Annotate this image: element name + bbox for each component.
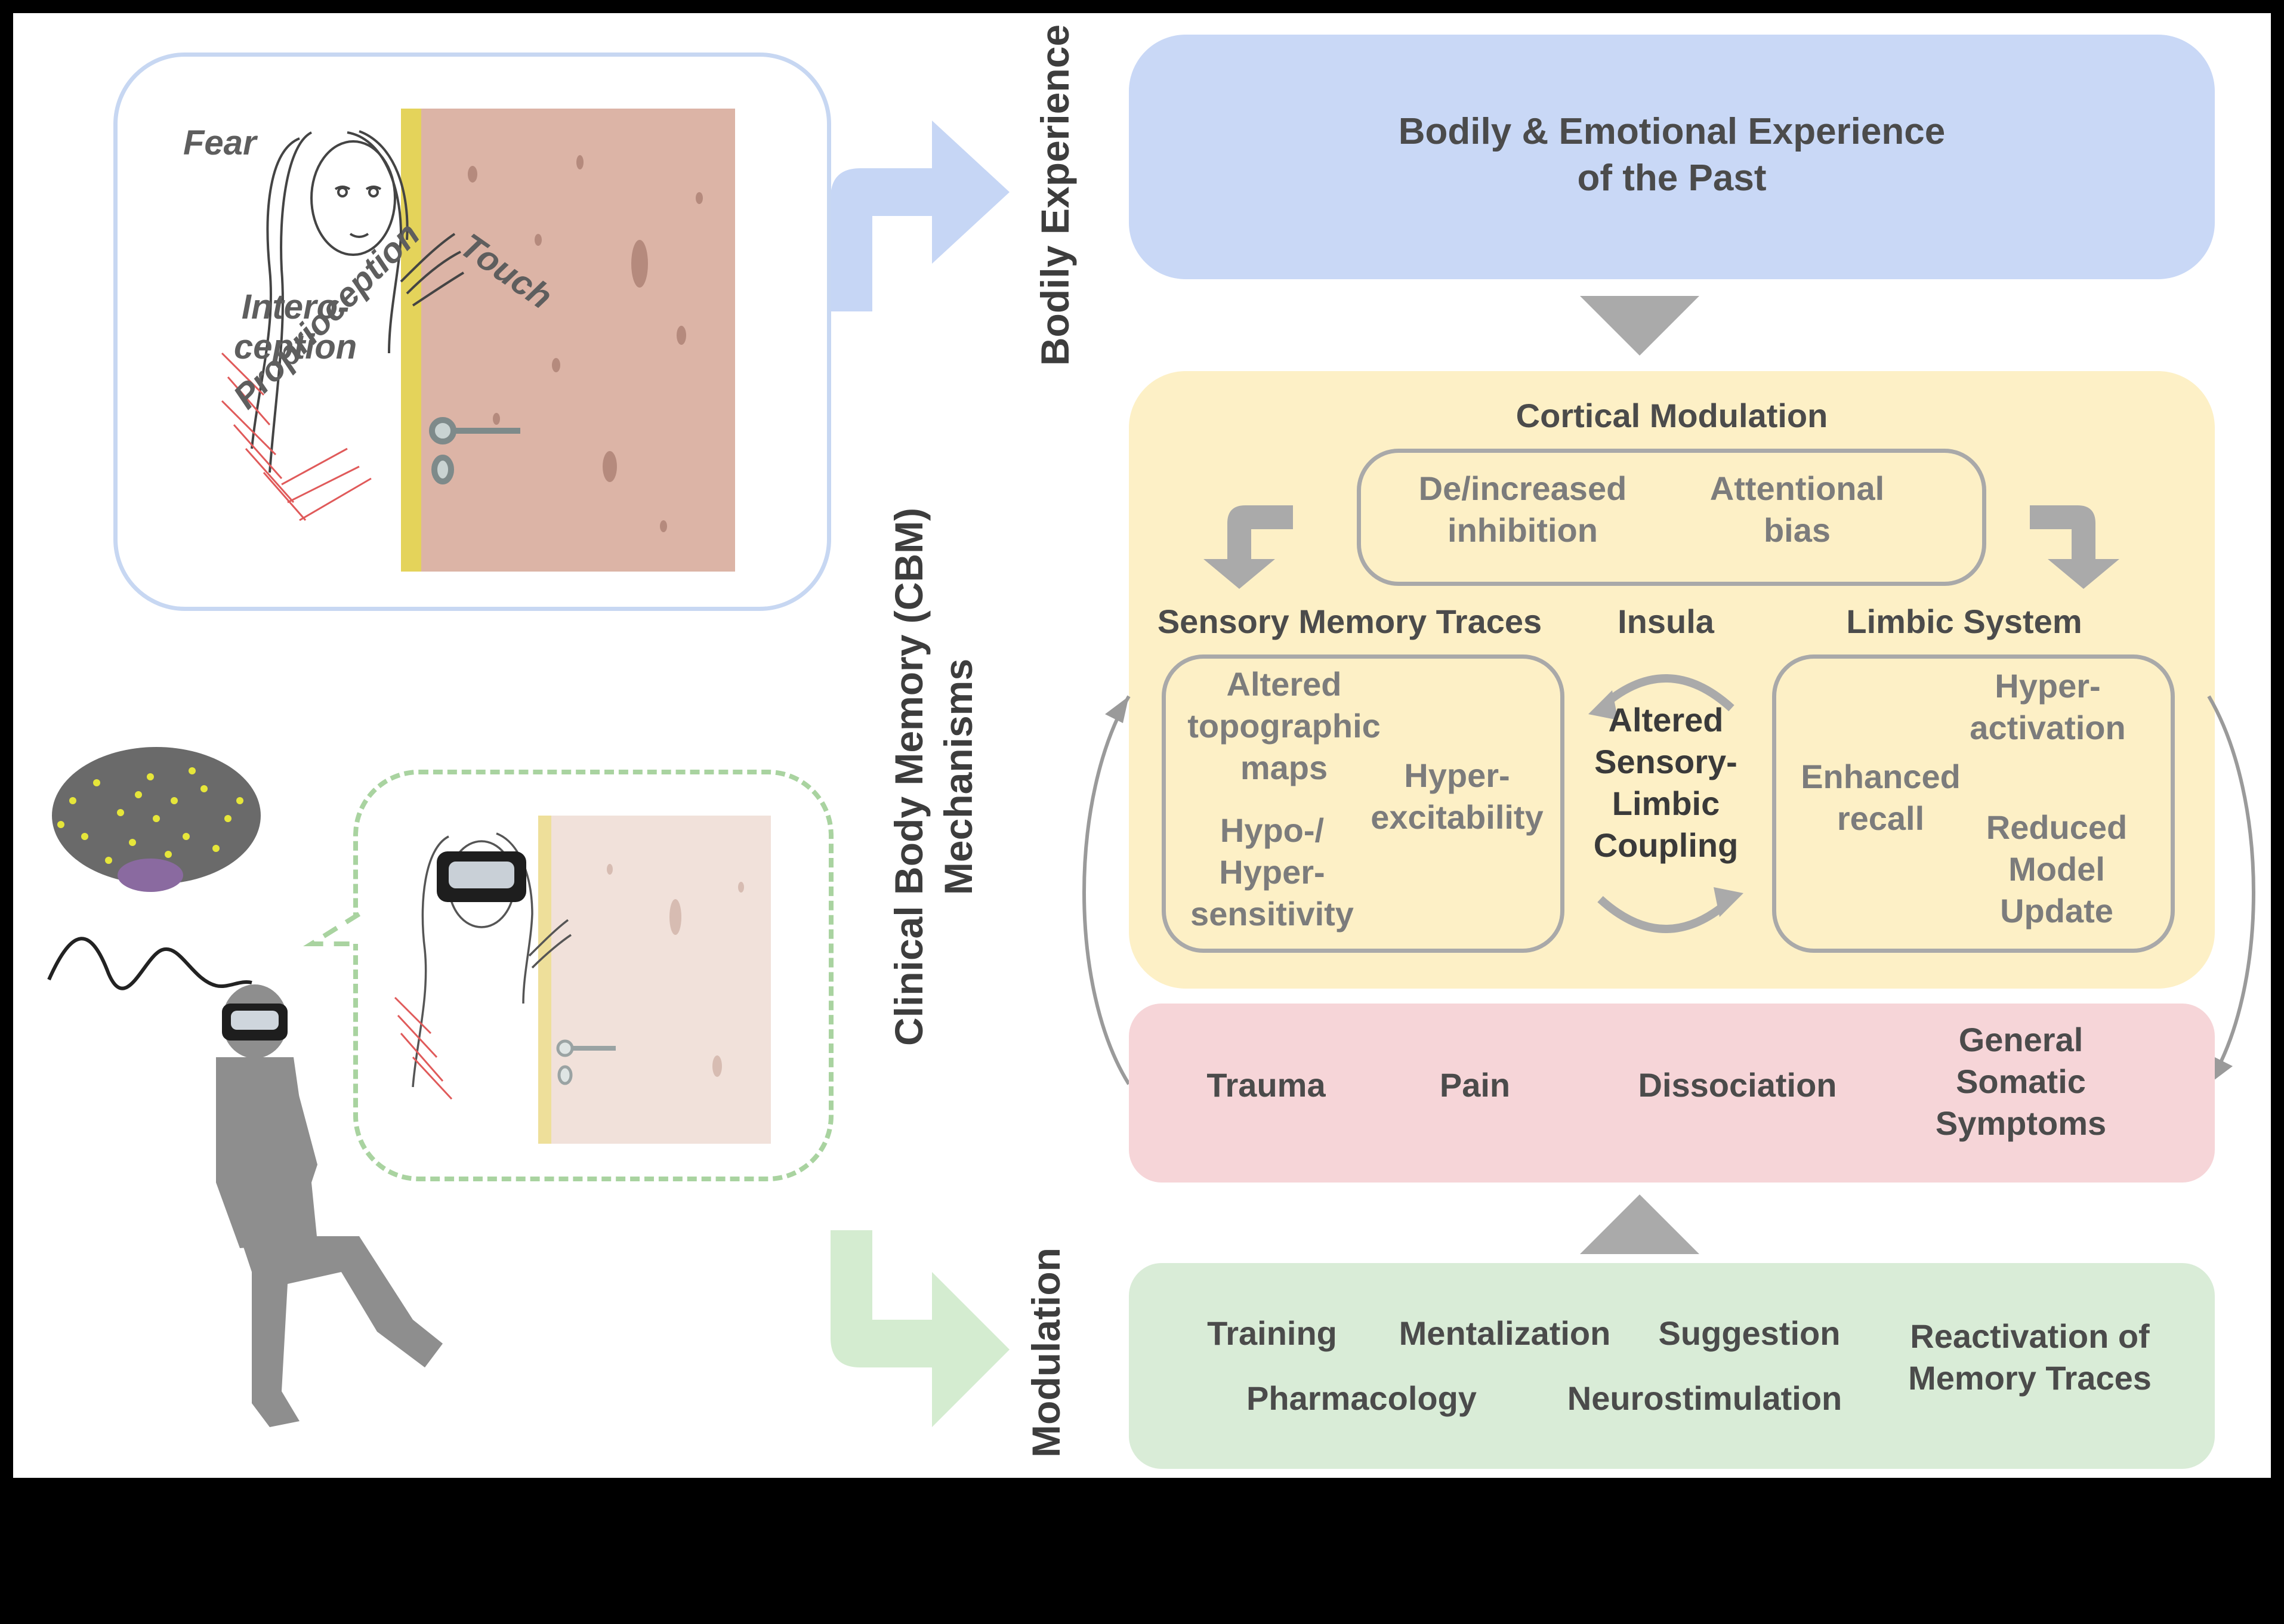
past-experience-box <box>1129 35 2215 279</box>
limbic-item-reduced-model-update: Reduced Model Update <box>1986 808 2128 930</box>
modulation-mentalization: Mentalization <box>1399 1314 1611 1352</box>
symptoms-box <box>1129 1004 2215 1183</box>
door-frame-edge-faded <box>538 816 551 1144</box>
symptom-general-somatic: General Somatic Symptoms <box>1935 1021 2107 1142</box>
loop-arrow-right <box>2207 695 2255 1085</box>
woman-sketch-top <box>221 130 465 521</box>
woman-sketch-vr <box>394 832 572 1100</box>
limbic-item-enhanced-recall: Enhanced recall <box>1801 758 1961 837</box>
symptom-trauma: Trauma <box>1206 1066 1326 1104</box>
vr-scene-dashed-frame <box>353 770 834 1181</box>
loop-arrow-left <box>1082 695 1131 1085</box>
gray-curve-arrow-left <box>1203 505 1293 589</box>
modulation-suggestion: Suggestion <box>1658 1314 1841 1352</box>
blue-turn-arrow <box>831 121 1010 311</box>
side-label-cbm-mechanisms: Clinical Body Memory (CBM) Mechanisms <box>887 507 980 1046</box>
door-handle-faded <box>556 864 744 1085</box>
door-details <box>429 155 703 532</box>
label-fear: Fear <box>183 124 257 162</box>
label-interoception: Intero- ception <box>234 288 357 366</box>
figure-panel: Fear Touch Intero- ception Proprioceptio… <box>13 13 2271 1478</box>
gray-up-arrow <box>1580 1194 1699 1254</box>
green-turn-arrow <box>831 1230 1010 1427</box>
symptom-dissociation: Dissociation <box>1638 1066 1837 1104</box>
modulation-reactivation: Reactivation of Memory Traces <box>1908 1317 2152 1397</box>
modulation-box <box>1129 1263 2215 1469</box>
sensory-memory-traces-title: Sensory Memory Traces <box>1157 603 1542 640</box>
door-frame-edge <box>401 109 421 572</box>
cortical-item-attentional-bias: Attentional bias <box>1709 470 1885 549</box>
sensory-item-hyperexcitability: Hyper- excitability <box>1371 757 1544 836</box>
top-illustration-frame <box>113 53 831 611</box>
past-experience-title: Bodily & Emotional Experience of the Pas… <box>1398 111 1946 199</box>
symptom-pain: Pain <box>1439 1066 1511 1104</box>
door-illustration-faded <box>538 816 771 1144</box>
modulation-neurostimulation: Neurostimulation <box>1567 1379 1842 1417</box>
side-label-bodily-experience: Bodily Experience <box>1033 24 1077 366</box>
cortical-item-inhibition: De/increased inhibition <box>1418 470 1627 549</box>
insula-cycle-arrows <box>1588 674 1743 933</box>
seated-person-silhouette <box>216 984 443 1427</box>
sensory-memory-box <box>1162 654 1564 953</box>
sensory-item-topographic-maps: Altered topographic maps <box>1187 665 1381 786</box>
limbic-item-hyperactivation: Hyper- activation <box>1970 667 2126 746</box>
modulation-training: Training <box>1207 1314 1337 1352</box>
brain-illustration <box>47 747 261 990</box>
modulation-pharmacology: Pharmacology <box>1246 1379 1477 1417</box>
gray-down-arrow <box>1580 296 1699 356</box>
insula-title: Insula <box>1618 603 1714 640</box>
gray-curve-arrow-right <box>2030 505 2119 589</box>
side-label-modulation: Modulation <box>1024 1248 1068 1458</box>
insula-item-coupling: Altered Sensory- Limbic Coupling <box>1593 701 1739 864</box>
door-handle <box>429 417 520 484</box>
cortical-modulation-inner-box <box>1357 449 1986 586</box>
brain-wave-signal <box>47 937 252 990</box>
sensory-item-hypersensitivity: Hypo-/ Hyper- sensitivity <box>1190 811 1354 933</box>
limbic-system-title: Limbic System <box>1846 603 2082 640</box>
speech-pointer <box>303 912 361 946</box>
cortical-modulation-title: Cortical Modulation <box>1516 397 1828 434</box>
limbic-system-box <box>1772 654 2175 953</box>
